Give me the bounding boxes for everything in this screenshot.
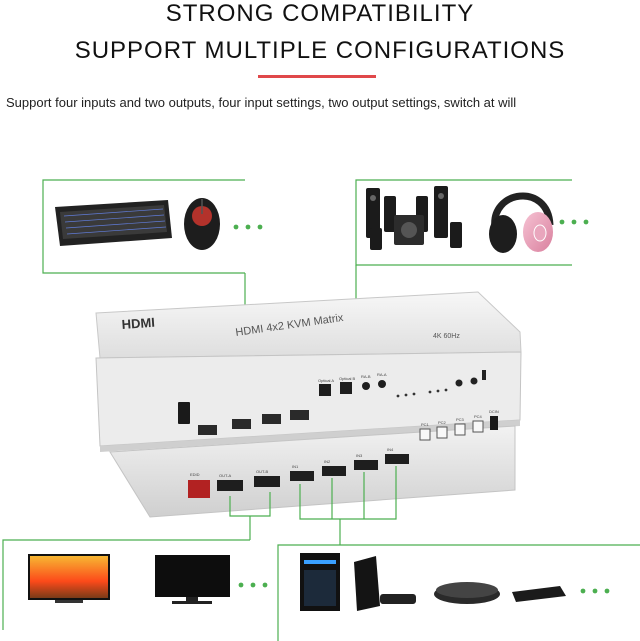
audio-peripherals-box: [355, 179, 589, 266]
optical-ports: [319, 380, 386, 396]
tv-icon: [28, 554, 110, 603]
feature-description: Support four inputs and two outputs, fou…: [6, 95, 517, 110]
rear-port-label: IN4: [387, 447, 394, 452]
front-port-label: RA-B: [361, 374, 371, 379]
keyboard-icon: [55, 200, 172, 246]
front-usb-ports: [198, 410, 309, 435]
front-port-label: RA-A: [377, 372, 387, 377]
display-outputs-box: [2, 539, 268, 630]
hdmi-ports: [217, 454, 409, 491]
lower-connector-lines: [229, 466, 397, 545]
rear-port-label: OUT-B: [256, 469, 269, 474]
rear-port-label: IN3: [356, 453, 363, 458]
accent-divider: [258, 75, 376, 78]
rear-port-label: PC4: [474, 414, 483, 419]
rear-port-label: EDID: [190, 472, 200, 477]
controller-icon: [380, 594, 416, 604]
usb-b-ports: [419, 420, 484, 441]
pc-tower-icon: [300, 553, 340, 611]
input-peripherals-box: [42, 179, 263, 274]
rear-port-label: IN2: [324, 459, 331, 464]
speakers-icon: [366, 186, 462, 250]
rear-port-labels: EDID OUT-A OUT-B IN1 IN2 IN3 IN4 PC1 PC2 PC3 PC4 DC…: [190, 409, 499, 478]
monitor-icon: [155, 555, 230, 604]
brand-logo: HDMI: [121, 315, 155, 332]
dc-in-port: [490, 416, 498, 430]
dvd-player-icon: [512, 586, 566, 602]
headphones-icon: [489, 192, 554, 253]
rear-port-label: IN1: [292, 464, 299, 469]
rear-port-label: DCIN: [489, 409, 499, 414]
status-leds: [396, 370, 486, 398]
headline-line-2: SUPPORT MULTIPLE CONFIGURATIONS: [74, 37, 566, 64]
rear-port-label: OUT-A: [219, 473, 232, 478]
media-player-icon: [434, 582, 500, 604]
front-port-labels: Optical A Optical B RA-B RA-A: [318, 372, 387, 383]
game-console-icon: [354, 556, 416, 611]
connection-dots-left-bottom: [238, 582, 268, 588]
rear-port-label: PC2: [438, 420, 447, 425]
rear-port-label: PC1: [421, 422, 430, 427]
front-port-label: Optical B: [339, 376, 356, 381]
headline-line-1: STRONG COMPATIBILITY: [165, 0, 475, 27]
connection-dots-right-top: [559, 219, 589, 225]
resolution-badge: 4K 60Hz: [433, 333, 460, 340]
edid-switch: [188, 480, 210, 498]
connection-dots-left-top: [233, 224, 263, 230]
kvm-matrix-device: HDMI HDMI 4x2 KVM Matrix 4K 60Hz Optical…: [95, 291, 522, 518]
source-devices-box: [277, 544, 640, 641]
connection-dots-right-bottom: [580, 588, 610, 594]
front-port-label: Optical A: [318, 378, 334, 383]
mouse-icon: [184, 198, 220, 250]
power-switch: [178, 402, 190, 424]
rear-port-label: PC3: [456, 417, 465, 422]
